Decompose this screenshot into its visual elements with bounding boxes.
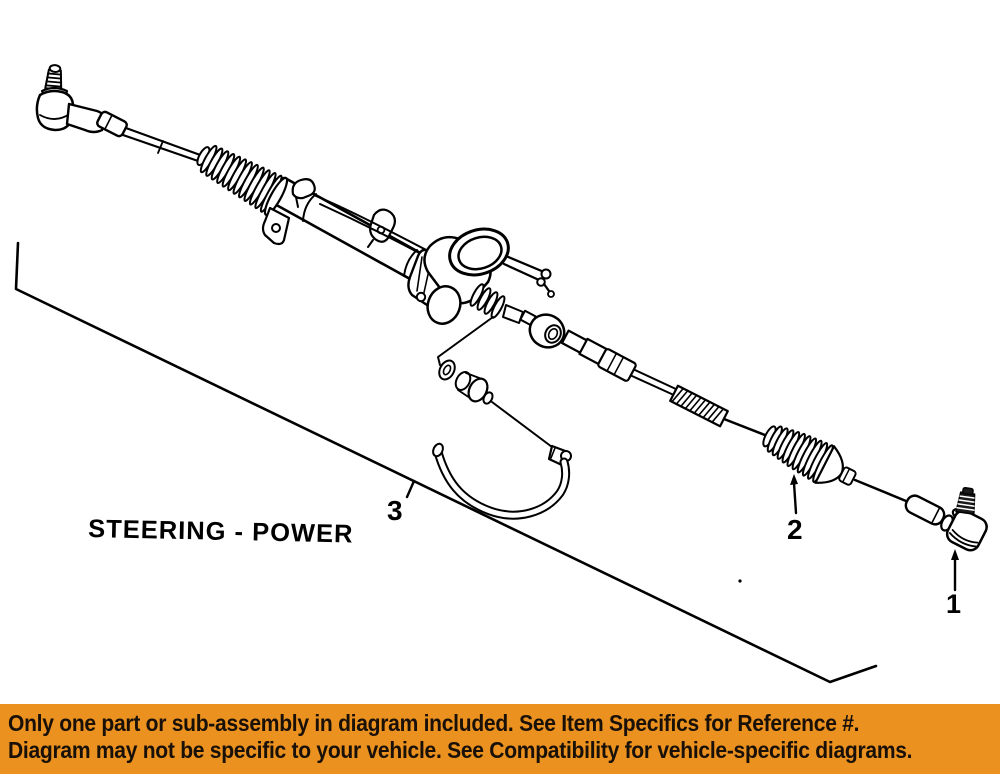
inner-tie-rod <box>560 329 772 439</box>
print-speck <box>738 579 742 583</box>
exploded-bushing-group <box>437 316 557 451</box>
ref-number-2: 2 <box>787 514 803 545</box>
frame-leader-line <box>14 241 878 684</box>
banner-line-1: Only one part or sub-assembly in diagram… <box>8 710 860 736</box>
ref-label-1: 1 <box>946 549 961 619</box>
tie-rod-shaft-right <box>853 478 908 503</box>
ref-number-1: 1 <box>946 589 961 619</box>
threaded-section <box>669 384 729 428</box>
ref-label-3: 3 <box>387 479 416 526</box>
tie-rod-end-left <box>35 64 205 164</box>
banner-line-2: Diagram may not be specific to your vehi… <box>8 737 913 763</box>
parts-diagram: 1 2 3 STEERING - POWER <box>14 64 988 684</box>
bellows-boot-right <box>762 425 857 486</box>
hydraulic-hose <box>432 442 572 520</box>
mount-bracket-tab <box>261 206 291 246</box>
ball-stud-left <box>44 64 63 91</box>
bellows-boot-left <box>196 144 289 217</box>
tie-rod-end-right <box>904 486 988 552</box>
ref-number-3: 3 <box>387 495 403 526</box>
parts-diagram-svg: 1 2 3 STEERING - POWER <box>14 64 988 684</box>
diagram-title: STEERING - POWER <box>88 515 354 549</box>
mount-bracket-hook <box>291 178 316 208</box>
ref-label-2: 2 <box>787 474 803 545</box>
ball-stud-right <box>955 486 976 515</box>
donut-mount <box>528 313 566 349</box>
disclaimer-banner: Only one part or sub-assembly in diagram… <box>0 704 1000 774</box>
valve-pinion-assembly <box>423 227 555 327</box>
